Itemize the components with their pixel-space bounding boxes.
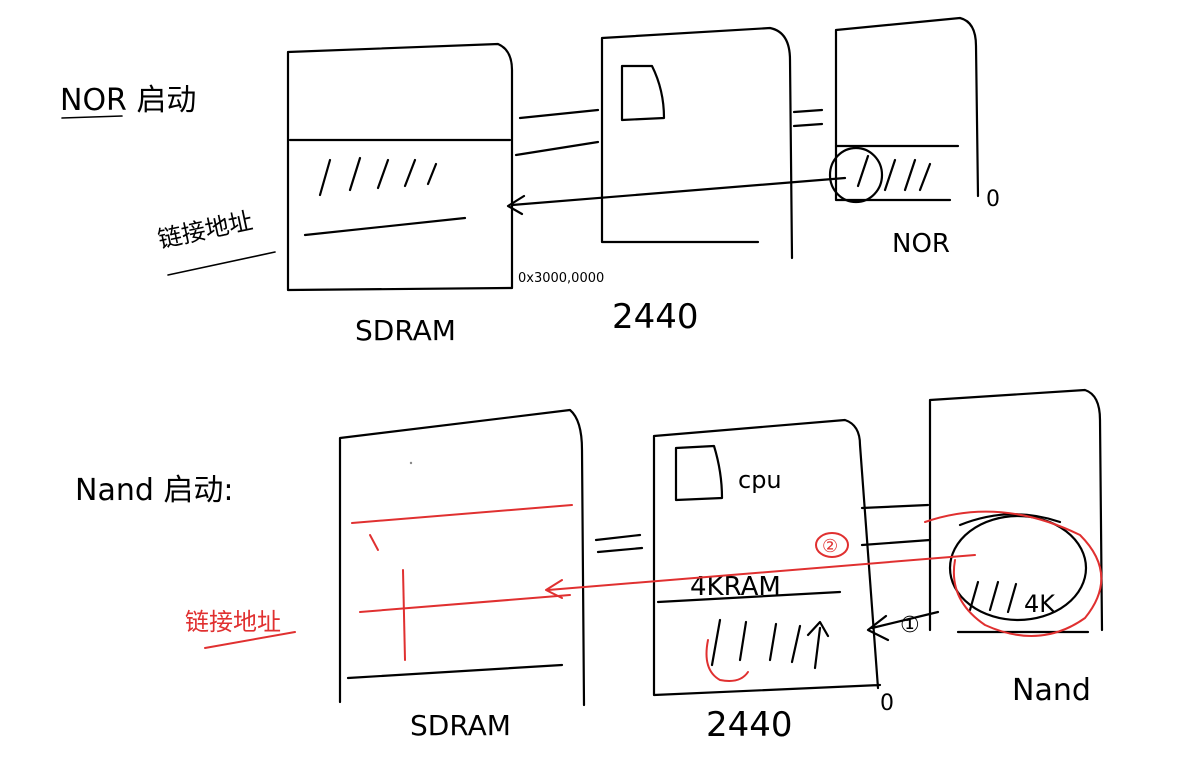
nor-sdram-end-address: 0x3000,0000	[518, 271, 604, 286]
nor-sdram-box	[286, 42, 514, 292]
nor-cpu-label: 2440	[612, 297, 699, 337]
nand-sdram-box	[338, 408, 586, 707]
nand-flash-box	[924, 388, 1104, 637]
step-two-circle	[815, 532, 849, 558]
nand-heading: Nand 启动:	[75, 473, 234, 508]
nand-link-address-underline	[204, 631, 296, 649]
nor-cpu-bus	[792, 108, 824, 128]
step-two-marker: ②	[822, 536, 838, 557]
nor-link-address-underline	[167, 251, 276, 276]
nor-heading: NOR 启动	[60, 83, 196, 118]
nand-flash-label: Nand	[1012, 673, 1091, 708]
nand-link-address-marks	[351, 504, 573, 661]
nand-cpu-bus	[860, 503, 932, 547]
nand-flash-block-label: 4K	[1024, 590, 1056, 618]
nand-sram-red-mark	[705, 639, 749, 682]
nor-cpu-box	[600, 26, 794, 260]
nor-flash-label: NOR	[892, 229, 950, 259]
nand-link-address-label: 链接地址	[185, 608, 281, 636]
nand-to-sram-arrow	[866, 610, 940, 642]
nor-sdram-bus	[514, 108, 600, 157]
nand-cpu-box	[652, 418, 882, 697]
nor-copy-arrow	[506, 176, 847, 216]
nor-flash-box	[828, 16, 980, 204]
nor-link-address-label: 链接地址	[155, 207, 255, 254]
nor-heading-underline	[61, 115, 123, 119]
nand-sdram-bus	[594, 533, 644, 554]
nand-cpu-label: 2440	[706, 705, 793, 745]
nand-copy-arrow	[545, 554, 976, 599]
nand-zero-marker: 0	[880, 691, 894, 716]
nor-zero-marker: 0	[986, 187, 1000, 212]
nand-sdram-label: SDRAM	[410, 709, 511, 742]
nor-sdram-label: SDRAM	[355, 314, 456, 347]
nand-cpu-sublabel: cpu	[738, 466, 782, 494]
